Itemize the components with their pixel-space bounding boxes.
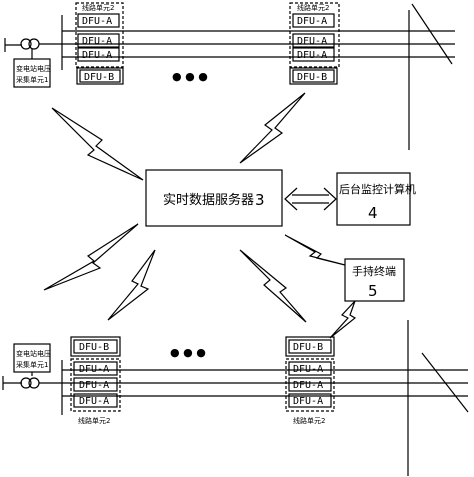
top-right-line-unit-label: 线路单元2 [297,3,329,12]
top-left-dfu-a-3-label: DFU-A [82,50,112,61]
wireless-link-handheld-bottom [329,300,357,339]
bottom-right-dfu-a-2 [288,377,332,392]
bottom-right-dfu-b-label: DFU-B [293,342,323,353]
top-left-dfu-a-2-label: DFU-A [82,36,112,47]
top-left-dfu-b [79,69,121,83]
bottom-substation-label-2: 采集单元1 [16,360,48,369]
wireless-link-top-left [51,107,144,181]
bottom-left-dfu-a-1-label: DFU-A [79,364,109,375]
bottom-left-dfu-a-1 [73,361,118,376]
backend-label: 后台监控计算机 [339,182,416,196]
top-left-dfu-a-3 [77,47,120,62]
top-right-unit-group [289,2,340,68]
top-right-dfu-b-label: DFU-B [297,72,327,83]
wireless-link-bottom-right [239,249,307,323]
server-label: 实时数据服务器 [163,192,254,208]
top-left-dfu-a-1 [77,13,120,28]
top-right-dfu-a-3 [292,47,335,62]
handheld-label: 手持终端 [352,264,396,278]
bottom-bus-lines [61,320,469,476]
wireless-link-bottom-left-2 [107,249,156,321]
top-right-dfu-a-1 [292,13,335,28]
bottom-right-dfu-b [288,339,332,354]
top-right-dfu-a-1-label: DFU-A [297,16,327,27]
bottom-right-dfu-a-1 [288,361,332,376]
bottom-left-unit-group [70,358,121,412]
top-left-line-unit-label: 线路单元2 [82,3,114,12]
backend-number: 4 [368,204,378,222]
top-right-dfu-a-2-label: DFU-A [297,36,327,47]
bottom-right-dfu-a-3-label: DFU-A [293,396,323,407]
bottom-left-line-unit-label: 线路单元2 [78,416,110,425]
bottom-left-dfu-a-3 [73,393,118,408]
bottom-substation-transformer [2,376,62,390]
top-right-dfu-b-outer [289,67,338,85]
top-ellipsis: ● ● ● [172,70,208,83]
bottom-right-line-unit-label: 线路单元2 [293,416,325,425]
wireless-link-bottom-left-1 [43,223,139,291]
top-bus-lines [61,3,455,150]
wireless-link-handheld-top [284,234,346,266]
handheld-box [344,258,405,302]
wireless-link-top-right [239,92,306,164]
top-left-dfu-a-2 [77,33,120,48]
bottom-left-dfu-a-2 [73,377,118,392]
top-right-dfu-a-2 [292,33,335,48]
top-left-dfu-b-label: DFU-B [84,72,114,83]
bottom-left-dfu-b-label: DFU-B [79,342,109,353]
bottom-substation-label-1: 变电站电压 [16,349,51,358]
bottom-right-dfu-a-2-label: DFU-A [293,380,323,391]
backend-box [336,172,411,226]
bottom-right-dfu-a-1-label: DFU-A [293,364,323,375]
top-left-unit-group [75,2,124,68]
bottom-right-dfu-b-outer [285,336,335,357]
top-left-dfu-a-1-label: DFU-A [82,16,112,27]
top-substation-transformer [4,38,62,52]
top-substation-label-1: 变电站电压 [16,64,51,73]
server-box [145,169,283,227]
bottom-left-dfu-b [73,339,118,354]
top-substation-label-2: 采集单元1 [16,75,48,84]
bottom-left-dfu-b-outer [70,336,121,357]
server-backend-double-arrow [284,187,337,211]
server-number: 3 [255,191,265,209]
top-right-dfu-a-3-label: DFU-A [297,50,327,61]
top-right-dfu-b [292,69,335,83]
bottom-right-dfu-a-3 [288,393,332,408]
bottom-left-dfu-a-3-label: DFU-A [79,396,109,407]
bottom-left-dfu-a-2-label: DFU-A [79,380,109,391]
handheld-number: 5 [368,282,378,300]
bottom-ellipsis: ● ● ● [170,346,206,359]
top-left-dfu-b-outer [76,67,124,85]
